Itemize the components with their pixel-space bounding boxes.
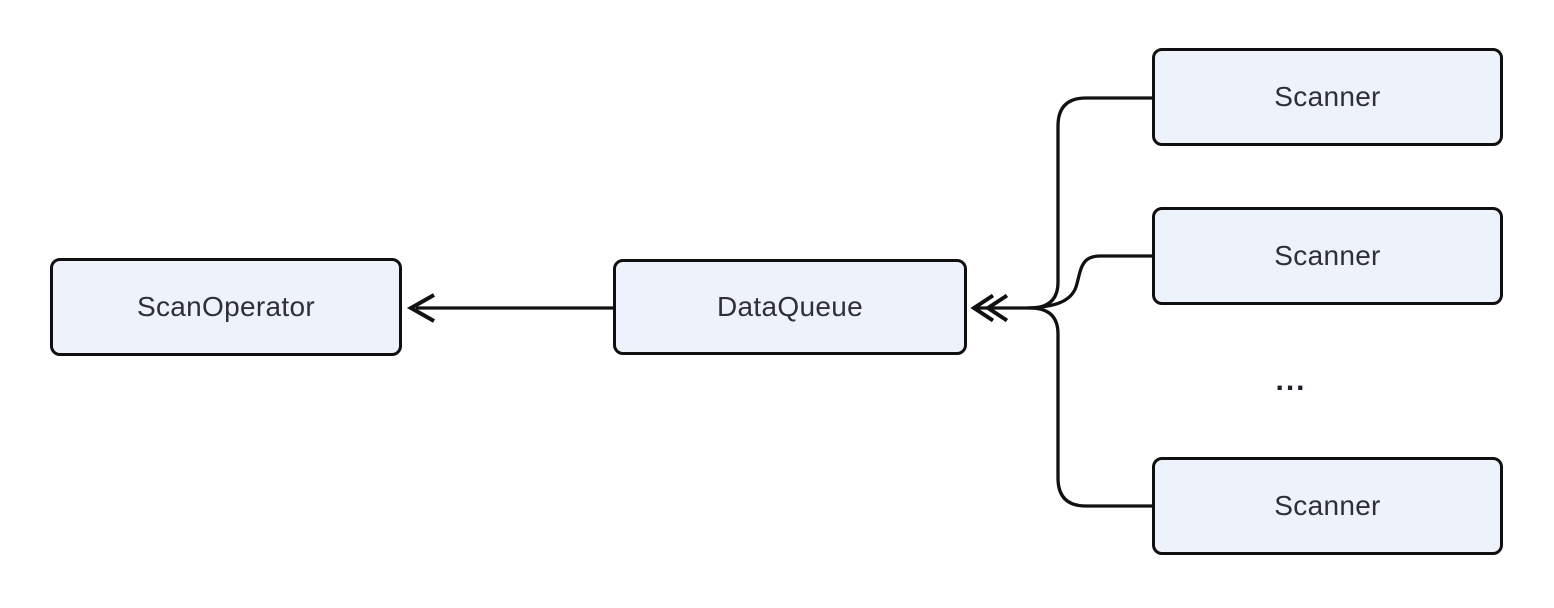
node-scanner-2: Scanner	[1152, 207, 1503, 305]
node-scanner-3-label: Scanner	[1274, 490, 1381, 521]
scanner-ellipsis-label: ...	[1275, 364, 1307, 397]
edge-scanner1-to-dataqueue	[976, 96, 1153, 310]
edge-scanner3-to-dataqueue	[1029, 306, 1153, 508]
node-scanner-2-label: Scanner	[1274, 240, 1381, 271]
arrowhead-single-chevron-icon	[406, 293, 435, 323]
node-scanoperator: ScanOperator	[50, 258, 402, 356]
node-dataqueue: DataQueue	[613, 259, 967, 355]
node-scanoperator-label: ScanOperator	[137, 291, 315, 322]
scanner-ellipsis: ...	[1256, 360, 1326, 402]
node-scanner-1-label: Scanner	[1274, 81, 1381, 112]
arrowhead-double-chevron-icon	[970, 293, 1009, 323]
node-dataqueue-label: DataQueue	[717, 291, 863, 322]
node-scanner-3: Scanner	[1152, 457, 1503, 555]
node-scanner-1: Scanner	[1152, 48, 1503, 146]
edge-scanner2-to-dataqueue	[1027, 254, 1153, 310]
